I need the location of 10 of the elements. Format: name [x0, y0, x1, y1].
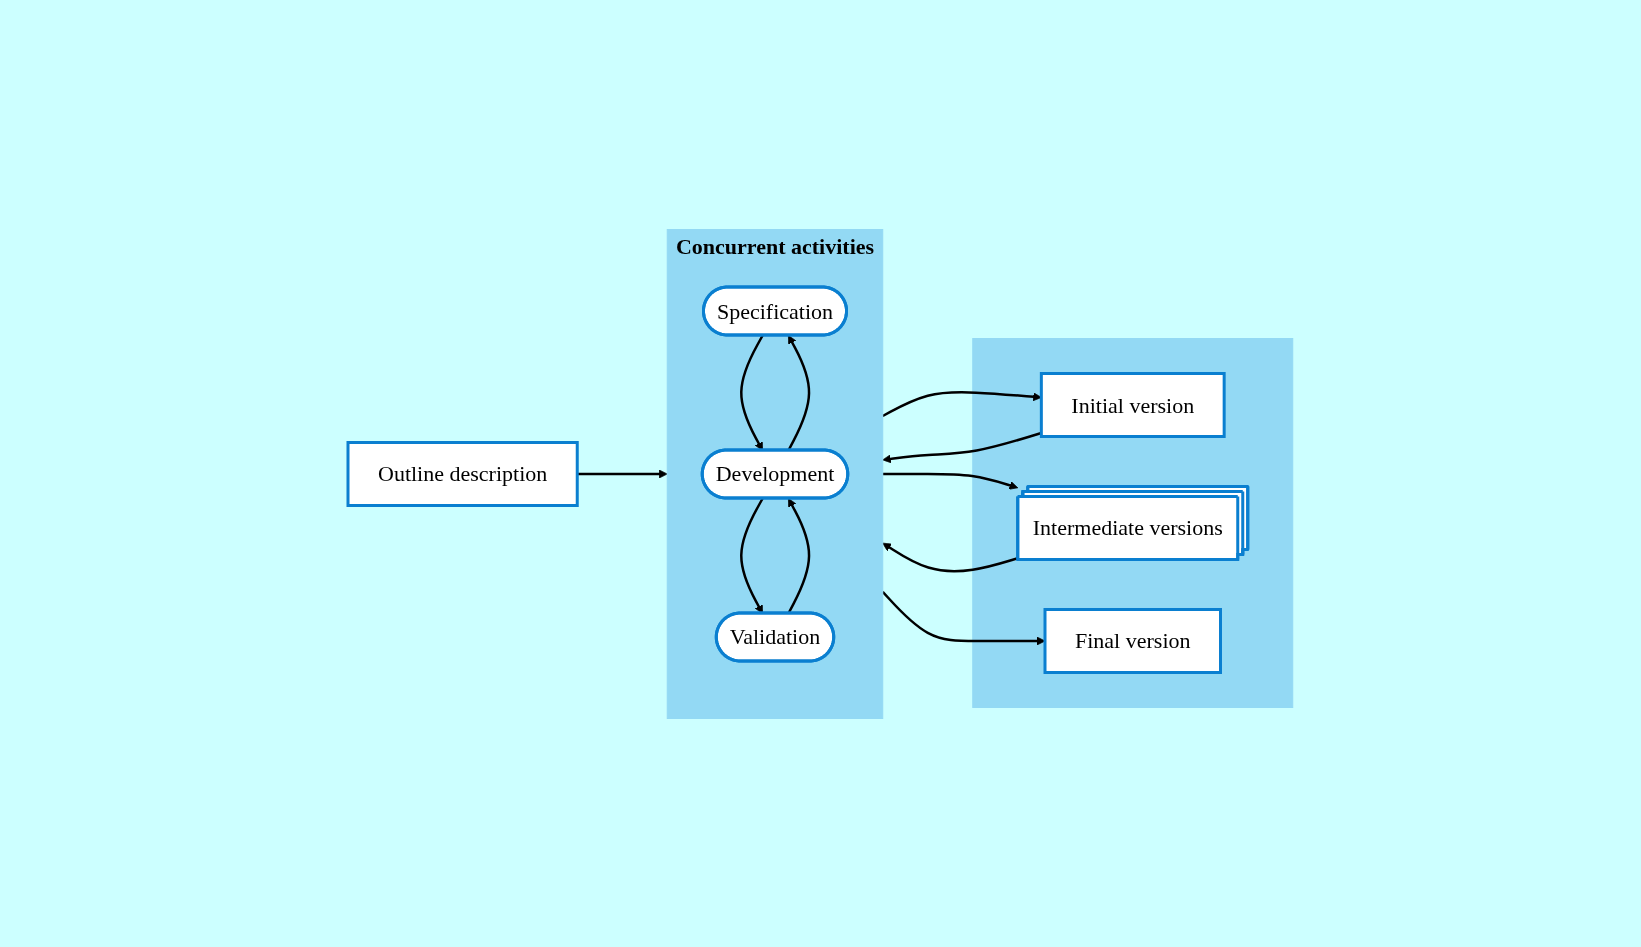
- arrow: [882, 431, 1042, 463]
- arrow: [882, 472, 1019, 490]
- arrow: [881, 590, 1046, 645]
- arrow: [577, 469, 668, 478]
- node-box: Final version: [1043, 607, 1223, 674]
- arrow: [882, 390, 1042, 417]
- node-box: Outline description: [346, 440, 579, 507]
- cluster: [972, 337, 1294, 708]
- arrow: [882, 542, 1019, 572]
- node-box: Initial version: [1039, 371, 1226, 438]
